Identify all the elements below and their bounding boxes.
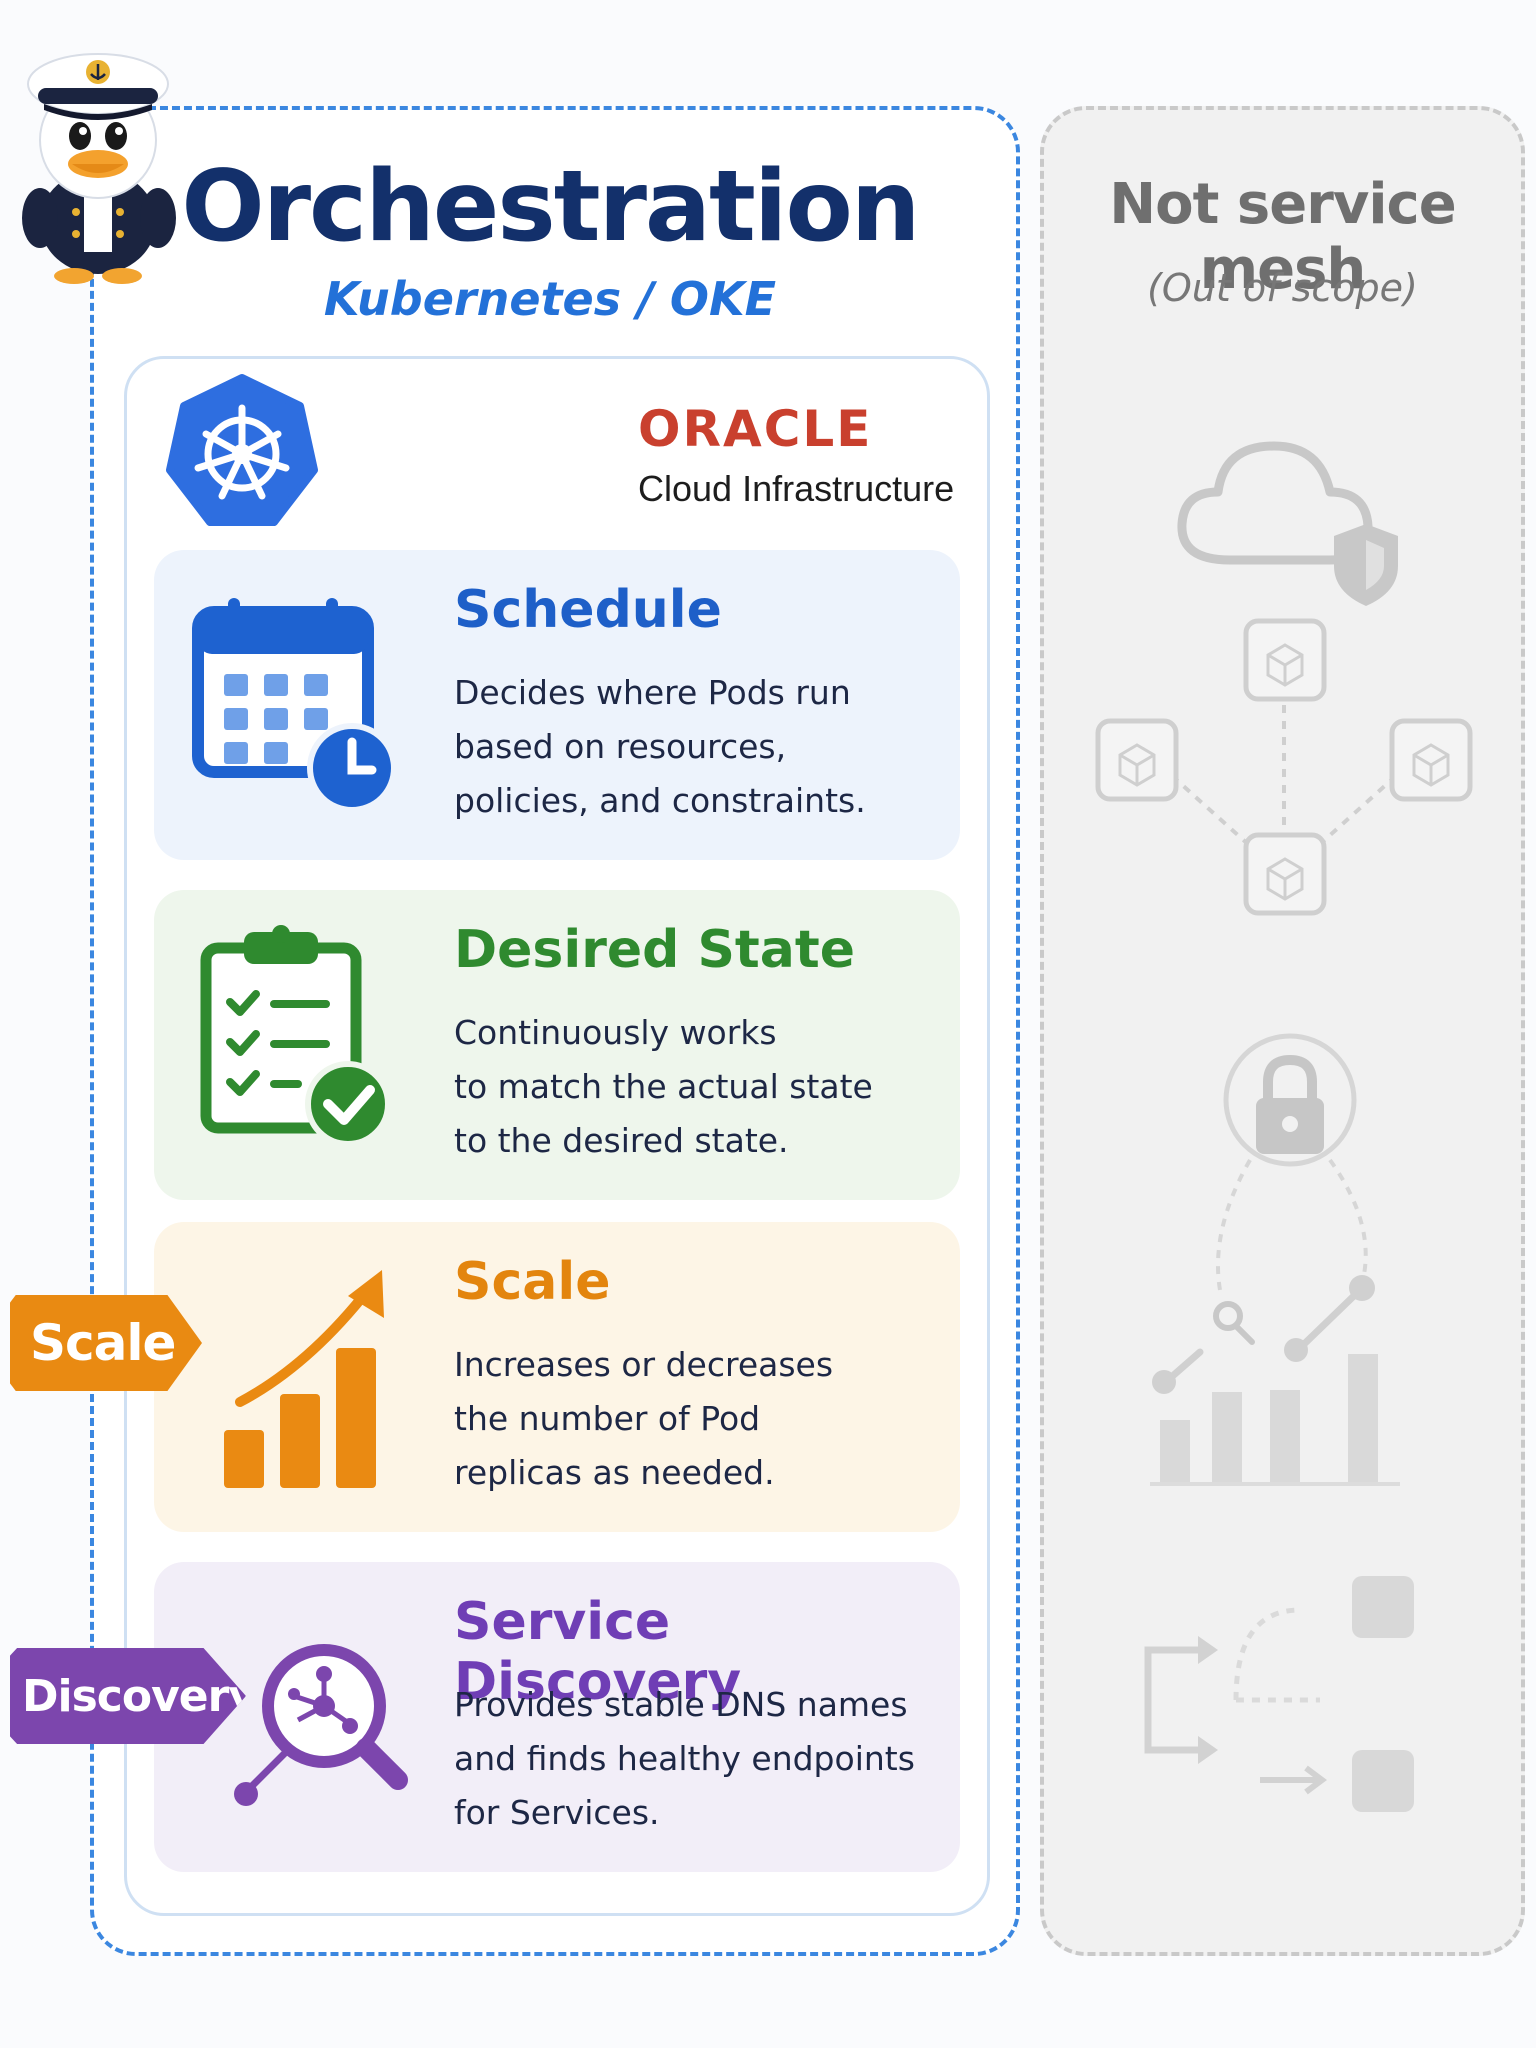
card-desc-line: Provides stable DNS names <box>454 1685 908 1724</box>
orchestration-title: Orchestration <box>181 150 920 264</box>
out-of-scope-title: Not service mesh <box>1109 172 1456 302</box>
lock-metrics-icon <box>1150 1033 1400 1486</box>
card-desc-line: to match the actual state <box>454 1067 873 1106</box>
card-title: Service Discovery <box>454 1592 742 1712</box>
out-of-scope-subtitle: (Out of scope) <box>1147 266 1418 310</box>
out-of-scope-frame <box>1040 106 1525 1956</box>
card-desc-line: Continuously works <box>454 1013 777 1052</box>
card-desc-line: replicas as needed. <box>454 1453 775 1492</box>
discovery-tag: Discovery <box>10 1648 246 1744</box>
cloud-shield-icon <box>1177 441 1398 606</box>
network-search-icon <box>234 1644 408 1806</box>
growth-chart-icon <box>224 1270 384 1488</box>
card-desc-line: Increases or decreases <box>454 1345 834 1384</box>
card-desc-line: based on resources, <box>454 727 787 766</box>
card-desc-line: policies, and constraints. <box>454 781 866 820</box>
checklist-icon <box>200 925 391 1147</box>
oracle-logo-text: ORACLE <box>638 400 873 458</box>
card-description: Provides stable DNS names and finds heal… <box>454 1678 954 1840</box>
card-title: Schedule <box>454 580 722 640</box>
card-description: Continuously works to match the actual s… <box>454 1006 954 1168</box>
traffic-routing-icon <box>1144 1576 1414 1812</box>
calendar-clock-icon <box>192 598 397 813</box>
card-desc-line: for Services. <box>454 1793 660 1832</box>
card-schedule: Schedule Decides where Pods run based on… <box>154 550 960 860</box>
card-scale: Scale Increases or decreases the number … <box>154 1222 960 1532</box>
card-desc-line: Decides where Pods run <box>454 673 851 712</box>
card-title: Scale <box>454 1252 611 1312</box>
scale-tag: Scale <box>10 1295 202 1391</box>
card-desc-line: and finds healthy endpoints <box>454 1739 915 1778</box>
duck-mascot-icon <box>22 53 176 284</box>
card-description: Decides where Pods run based on resource… <box>454 666 954 828</box>
card-desc-line: the number of Pod <box>454 1399 761 1438</box>
card-description: Increases or decreases the number of Pod… <box>454 1338 954 1500</box>
kubernetes-logo-icon <box>166 374 318 526</box>
oracle-logo-subtext: Cloud Infrastructure <box>638 468 955 509</box>
card-service-discovery: Service Discovery Provides stable DNS na… <box>154 1562 960 1872</box>
orchestration-subtitle: Kubernetes / OKE <box>323 272 777 326</box>
card-title: Desired State <box>454 920 855 980</box>
service-mesh-network-icon <box>1095 618 1473 916</box>
card-desired-state: Desired State Continuously works to matc… <box>154 890 960 1200</box>
card-desc-line: to the desired state. <box>454 1121 789 1160</box>
